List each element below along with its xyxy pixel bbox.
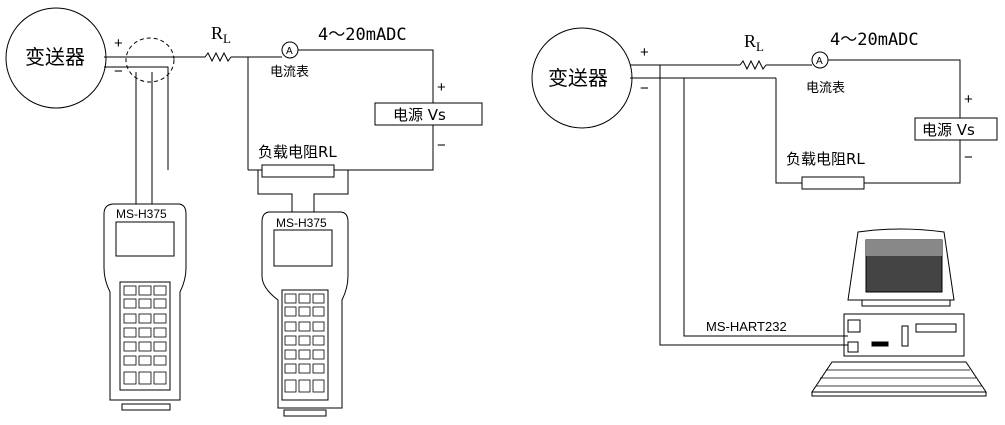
right-minus-terminal: −	[640, 80, 649, 97]
left-communicator-1-label: MS-H375	[116, 207, 167, 221]
left-plus-terminal: +	[114, 35, 123, 52]
right-computer	[811, 228, 987, 397]
right-load-label: 负载电阻RL	[786, 150, 865, 168]
computer-bay	[901, 325, 909, 347]
left-diagram-text: 变送器 + − RL 4～20mADC A 电流表 + − 电源 Vs 负载电阻…	[25, 23, 446, 230]
right-wire-to-supply	[828, 59, 961, 118]
right-resistor-rl	[739, 59, 767, 71]
right-transmitter-label: 变送器	[548, 66, 608, 90]
right-rl-label: RL	[744, 31, 764, 54]
right-wire-supply-return	[864, 140, 961, 184]
communicator-2-base	[283, 409, 327, 417]
right-wire-load	[775, 78, 802, 184]
computer-slot	[871, 341, 889, 347]
communicator-1-screen	[115, 221, 175, 257]
right-ammeter-symbol: A	[816, 56, 823, 67]
right-modem-leads	[659, 65, 848, 346]
left-supply-minus: −	[437, 137, 446, 154]
left-load-resistor	[261, 164, 335, 178]
left-connection-ring	[125, 37, 175, 83]
right-plus-terminal: +	[640, 44, 649, 61]
left-rl-label: RL	[211, 23, 231, 46]
computer-monitor-stand	[861, 299, 951, 307]
left-communicator-2	[261, 211, 349, 417]
communicator-1-keys	[123, 285, 167, 385]
communicator-2-keys	[284, 293, 325, 393]
right-supply-plus: +	[964, 91, 973, 108]
communicator-2-body	[261, 211, 349, 409]
left-supply-plus: +	[437, 79, 446, 96]
computer-case	[843, 313, 965, 357]
left-wire-to-supply	[298, 49, 434, 103]
left-comm1-leads	[135, 72, 153, 204]
right-supply-minus: −	[964, 149, 973, 166]
left-current-range: 4～20mADC	[318, 25, 407, 45]
right-supply-box	[914, 117, 998, 141]
right-current-range: 4～20mADC	[830, 30, 919, 50]
computer-keyboard-edge	[811, 392, 987, 397]
communicator-2-screen	[273, 229, 333, 267]
left-transmitter-label: 变送器	[25, 45, 85, 69]
communicator-1-body	[103, 203, 187, 401]
left-load-label: 负载电阻RL	[258, 143, 337, 161]
left-transmitter	[5, 7, 107, 109]
left-resistor-rl	[204, 51, 232, 63]
left-ammeter-symbol: A	[286, 46, 293, 57]
left-wire-supply-return	[338, 125, 434, 171]
computer-monitor-body	[847, 228, 955, 301]
left-communicator-2-label: MS-H375	[276, 216, 327, 230]
computer-keyboard	[811, 361, 987, 393]
left-supply-label: 电源 Vs	[393, 106, 446, 124]
left-minus-terminal: −	[114, 63, 123, 80]
right-diagram	[531, 27, 998, 397]
computer-cd	[915, 323, 957, 333]
right-ammeter-label: 电流表	[806, 81, 845, 96]
right-supply-label: 电源 Vs	[922, 121, 975, 139]
communicator-2-keypad	[281, 289, 329, 401]
communicator-1-base	[121, 403, 171, 411]
right-modem-label: MS-HART232	[706, 319, 787, 334]
right-diagram-text: 变送器 + − RL 4～20mADC A 电流表 + − 电源 Vs 负载电阻…	[548, 30, 975, 334]
right-load-resistor	[801, 176, 865, 190]
left-wire-minus	[104, 66, 169, 170]
left-wire-load-drop	[231, 56, 249, 170]
communicator-1-keypad	[119, 281, 171, 391]
left-diagram	[5, 7, 483, 417]
left-supply-box	[374, 102, 483, 126]
computer-drive-a	[847, 319, 861, 333]
left-ammeter-label: 电流表	[270, 65, 309, 80]
left-transmitter-circle	[5, 7, 107, 109]
computer-keyboard-keys	[816, 369, 982, 387]
left-comm2-leads	[257, 170, 349, 212]
left-communicator-1	[103, 203, 187, 411]
computer-drive-b	[847, 341, 859, 353]
